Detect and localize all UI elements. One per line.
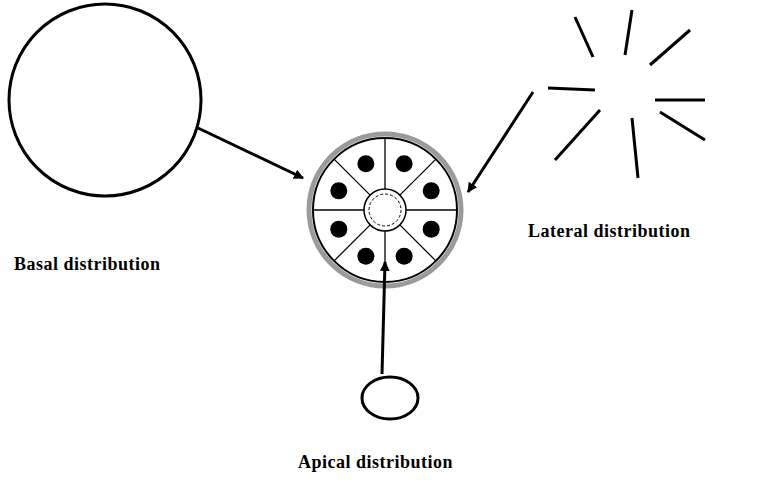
cell-nucleus [396,248,413,265]
region-label: Lateral distribution [528,221,691,242]
cell-nucleus [330,221,347,238]
cell-nucleus [330,182,347,199]
cell-border [384,138,385,189]
apical-oval [362,377,418,419]
cell-nucleus [357,248,374,265]
cell-border [406,209,457,210]
basal-circle [9,4,201,196]
lateral-arrow [468,92,533,192]
lateral-star [548,10,705,178]
region-label: Apical distribution [298,452,453,473]
region-label: Basal distribution [14,254,161,275]
cell-nucleus [357,155,374,172]
apical-arrow [382,262,385,374]
basal-arrow [198,128,303,178]
cell-nucleus [423,221,440,238]
cell-nucleus [423,182,440,199]
cell-border [313,209,364,210]
cell-nucleus [396,155,413,172]
